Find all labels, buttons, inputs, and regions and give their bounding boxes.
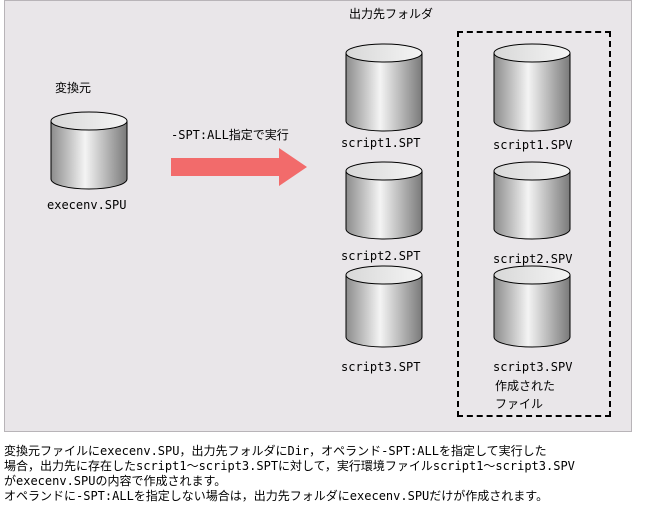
spt3-cylinder-icon: [345, 265, 423, 348]
caption: 変換元ファイルにexecenv.SPU，出力先フォルダにDir，オペランド-SP…: [4, 444, 659, 504]
caption-line-3: がexecenv.SPUの内容で作成されます。: [4, 474, 227, 488]
caption-line-1: 変換元ファイルにexecenv.SPU，出力先フォルダにDir，オペランド-SP…: [4, 444, 547, 458]
created-files-group: [457, 31, 611, 417]
source-heading: 変換元: [55, 81, 92, 95]
spv2-label: script2.SPV: [493, 252, 573, 266]
source-cylinder-icon: [50, 111, 128, 190]
spv1-cylinder-icon: [493, 43, 571, 132]
caption-line-4: オペランドに-SPT:ALLを指定しない場合は，出力先フォルダにexecenv.…: [4, 489, 549, 503]
spv2-cylinder-icon: [493, 161, 571, 240]
diagram-panel: 変換元 execenv.SPU -SPT:ALL指定で実行 出力先フォルダ sc…: [4, 0, 632, 432]
source-file-label: execenv.SPU: [47, 198, 127, 212]
right-arrow-icon: [171, 148, 307, 186]
spt2-label: script2.SPT: [341, 249, 421, 263]
arrow-label: -SPT:ALL指定で実行: [171, 128, 289, 142]
spt1-label: script1.SPT: [341, 136, 421, 150]
spt3-label: script3.SPT: [341, 360, 421, 374]
spt2-cylinder-icon: [345, 161, 423, 240]
created-files-label-line2: ファイル: [495, 397, 544, 411]
caption-line-2: 場合，出力先に存在したscript1～script3.SPTに対して，実行環境フ…: [4, 459, 575, 473]
created-files-label-line1: 作成された: [495, 379, 556, 393]
spv3-label: script3.SPV: [493, 360, 573, 374]
output-folder-heading: 出力先フォルダ: [349, 7, 434, 21]
spv3-cylinder-icon: [493, 265, 571, 348]
spv1-label: script1.SPV: [493, 138, 573, 152]
spt1-cylinder-icon: [345, 43, 423, 132]
